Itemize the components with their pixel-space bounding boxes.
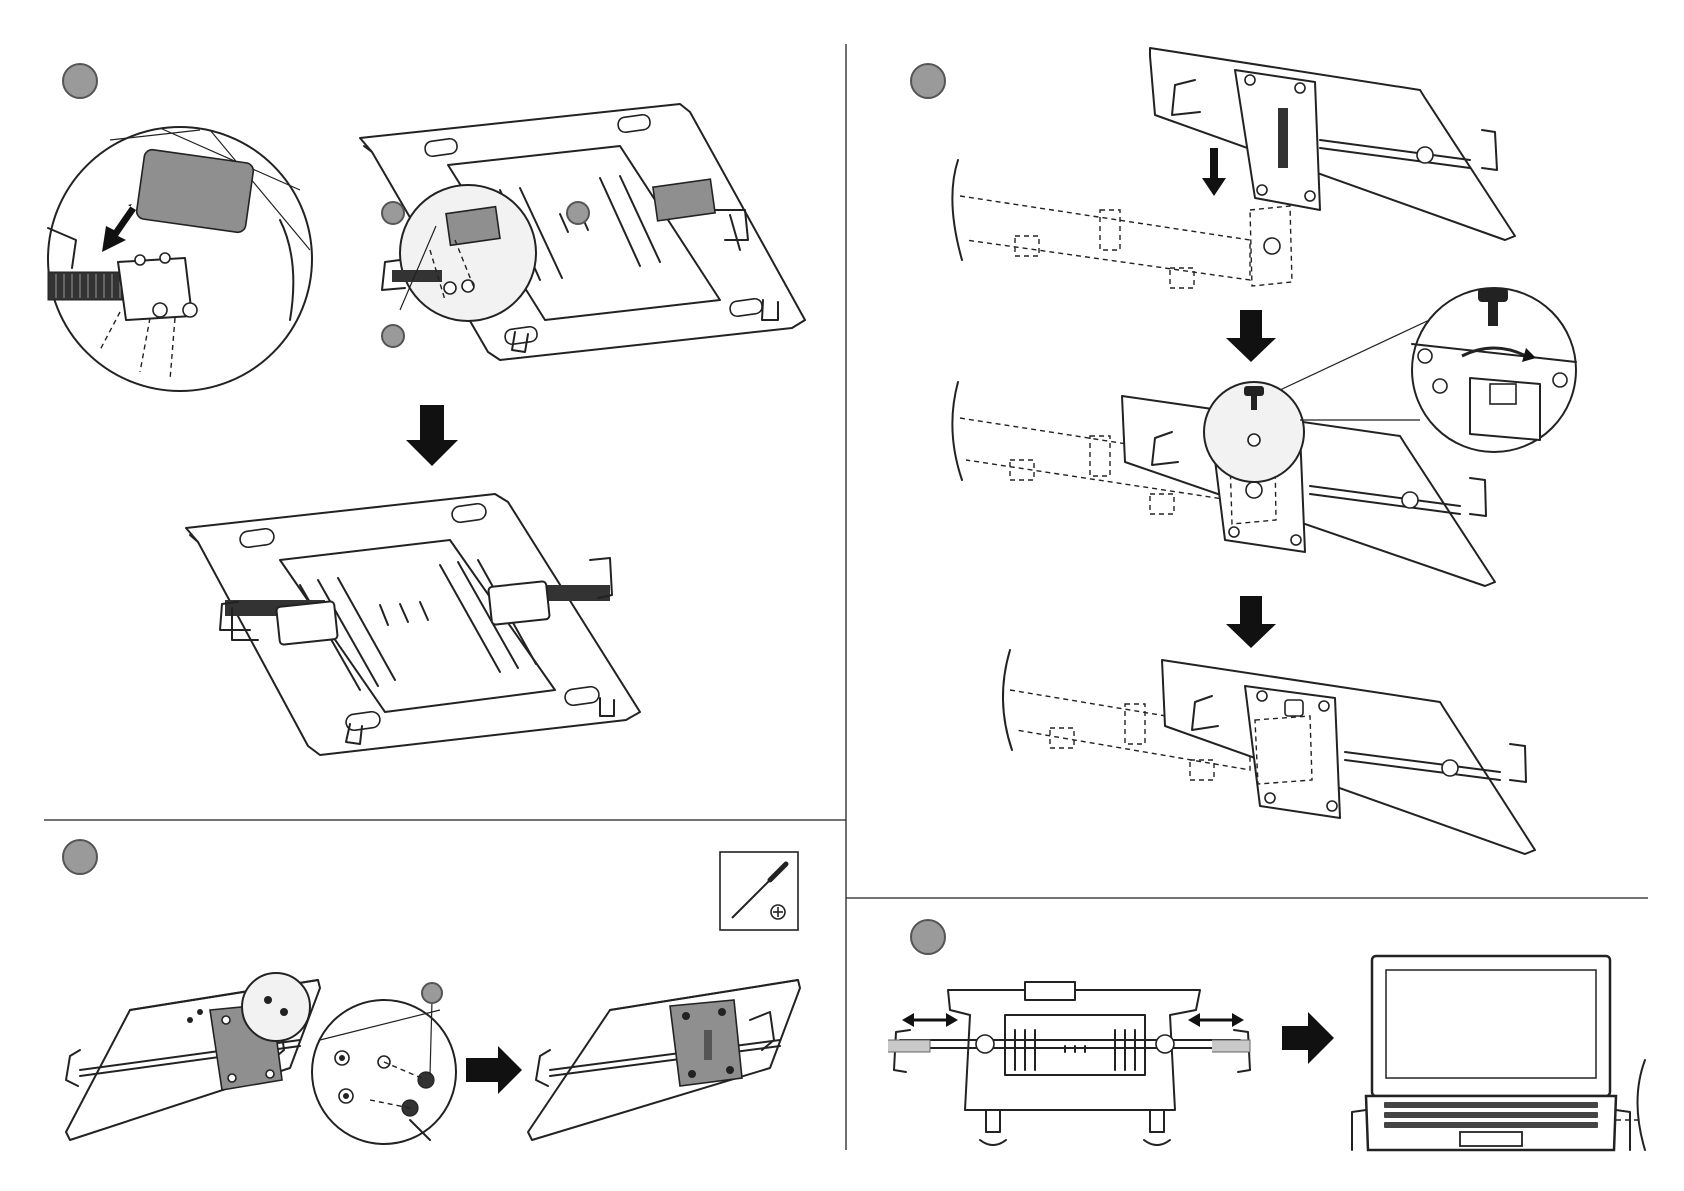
adjust-double-arrow-left — [902, 1013, 958, 1027]
down-arrow-3b — [1226, 596, 1276, 648]
step-badge-4 — [911, 920, 945, 954]
adjust-double-arrow-right — [1188, 1013, 1244, 1027]
knob-head-small — [1244, 386, 1264, 396]
right-slider-pad — [653, 179, 715, 221]
callout-dot-c — [382, 325, 404, 347]
laptop-keyboard — [1384, 1102, 1598, 1128]
panel-fix-vesa-plate — [66, 852, 800, 1144]
right-arrow-4 — [1282, 1012, 1334, 1064]
small-detail-lens — [242, 973, 310, 1041]
tool-box-screwdriver — [720, 852, 798, 930]
left-slider-zoom-lens — [400, 185, 536, 321]
screw-detail-lens — [312, 983, 456, 1144]
panel-attach-sliders — [48, 104, 805, 755]
knob-installed — [1285, 700, 1303, 716]
laptop-tray-assembled — [186, 494, 640, 755]
step-badge-3 — [911, 64, 945, 98]
tray-with-plate-exploded — [66, 973, 320, 1140]
down-arrow-1 — [406, 405, 458, 466]
laptop-on-tray — [1352, 956, 1645, 1150]
tray-side-3c — [1162, 660, 1535, 854]
panel-mount-on-arm — [952, 48, 1576, 854]
right-slider-block — [488, 581, 550, 625]
knob-head-large — [1478, 288, 1508, 302]
top-bracket — [1025, 982, 1075, 1000]
slider-cover-pad — [136, 149, 255, 234]
callout-dot-screw — [422, 983, 442, 1003]
panel-adjust-and-place-laptop — [888, 956, 1645, 1150]
laptop-screen — [1386, 970, 1596, 1078]
tray-with-plate-assembled — [528, 980, 800, 1140]
monitor-arm-1 — [952, 160, 1292, 288]
down-arrow-small — [1202, 148, 1226, 196]
tray-before-mount — [1150, 48, 1515, 240]
callout-dot-a — [382, 202, 404, 224]
callout-dot-b — [567, 202, 589, 224]
tray-front-view — [888, 982, 1250, 1145]
left-slider-block — [276, 601, 338, 645]
right-arrow-2 — [466, 1046, 522, 1094]
detail-lens-slider — [48, 127, 312, 391]
arm-1-knob — [1264, 238, 1280, 254]
laptop-touchpad — [1460, 1132, 1522, 1146]
step-badge-1 — [63, 64, 97, 98]
tray-side-3a — [1150, 48, 1515, 240]
screw-lens-circle — [312, 1000, 456, 1144]
monitor-arm-3-mounted — [1003, 650, 1535, 854]
laptop-tray-top-view — [360, 104, 805, 360]
left-slider-pad — [446, 207, 500, 246]
tray-side-right — [528, 980, 800, 1140]
down-arrow-3a — [1226, 310, 1276, 362]
step-badge-2 — [63, 840, 97, 874]
vesa-plate-3a — [1235, 70, 1320, 210]
